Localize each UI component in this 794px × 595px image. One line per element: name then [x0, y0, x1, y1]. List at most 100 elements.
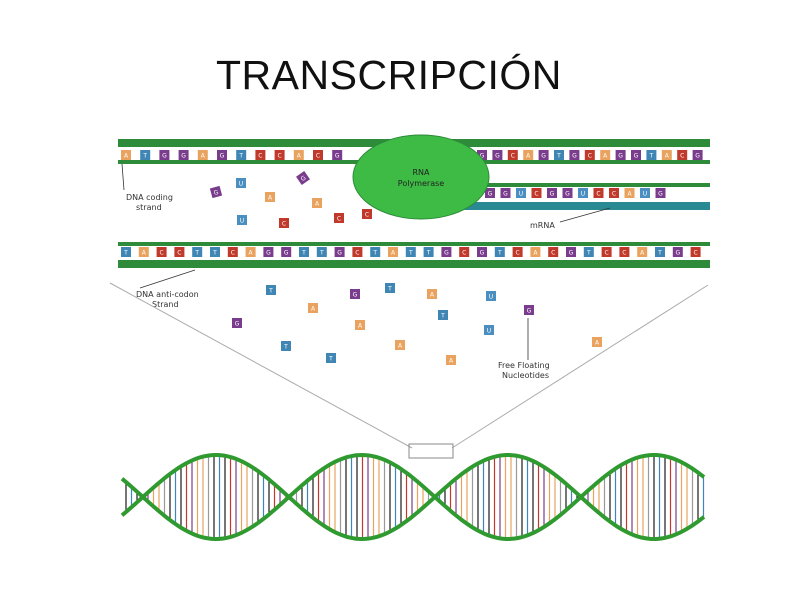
coding-base-letter: A: [124, 153, 129, 160]
coding-base: G: [492, 150, 503, 160]
anticodon-base-box: [227, 247, 238, 257]
helix-strand-2: [120, 452, 706, 541]
mrna-base: U: [578, 188, 588, 198]
anticodon-base-box: [121, 247, 131, 257]
coding-base-box: [332, 150, 343, 160]
coding-base: G: [159, 150, 170, 160]
rna-polymerase-shape: [352, 134, 490, 220]
floating-nucleotide: G: [209, 185, 223, 199]
anticodon-base-letter: G: [675, 250, 680, 257]
coding-base-letter: G: [220, 153, 225, 160]
coding-base-box: [600, 150, 611, 160]
anticodon-base-box: [210, 247, 220, 257]
coding-base: G: [477, 150, 487, 160]
floating-nucleotide-box: [486, 291, 496, 301]
anticodon-base-letter: G: [284, 250, 289, 257]
floating-nucleotide-box: [308, 303, 318, 313]
anticodon-base-letter: T: [497, 250, 502, 257]
floating-nucleotide-box: [355, 320, 365, 330]
coding-base-box: [646, 150, 657, 160]
floating-nucleotide: A: [427, 289, 437, 299]
mrna-base-letter: A: [627, 191, 632, 198]
floating-nucleotide: G: [350, 289, 360, 299]
coding-base-letter: A: [603, 153, 608, 160]
coding-base: C: [313, 150, 323, 160]
mrna-base-letter: G: [488, 191, 493, 198]
anticodon-base-box: [477, 247, 487, 257]
anticodon-label-line2: Strand: [152, 300, 179, 309]
anticodon-label-line1: DNA anti-codon: [136, 290, 199, 299]
floating-nucleotide-box: [265, 192, 275, 202]
floating-nucleotide: A: [265, 192, 275, 202]
anticodon-base-box: [601, 247, 612, 257]
double-helix: [120, 452, 706, 542]
mrna-base-box: [593, 188, 604, 198]
anticodon-base-box: [263, 247, 274, 257]
coding-base-box: [140, 150, 151, 160]
coding-base: G: [615, 150, 626, 160]
anticodon-base-letter: T: [319, 250, 324, 257]
anticodon-base-letter: A: [533, 250, 538, 257]
floating-nucleotide-letter: A: [358, 323, 363, 330]
floating-nucleotide-letter: U: [489, 294, 493, 301]
coding-base-letter: G: [335, 153, 340, 160]
floating-nucleotide-letter: U: [487, 328, 491, 335]
anticodon-base: C: [512, 247, 523, 257]
slide-title: TRANSCRIPCIÓN: [216, 52, 562, 98]
coding-base: T: [646, 150, 657, 160]
anticodon-base-letter: T: [426, 250, 431, 257]
floating-nucleotide-box: [362, 209, 372, 219]
coding-base-box: [255, 150, 266, 160]
mrna-base: G: [547, 188, 557, 198]
floating-nucleotide-letter: G: [235, 321, 240, 328]
anticodon-base-letter: T: [586, 250, 591, 257]
floating-nucleotide: T: [438, 310, 448, 320]
anticodon-base: A: [245, 247, 256, 257]
coding-base: C: [584, 150, 595, 160]
floating-nucleotide: T: [266, 285, 276, 295]
anticodon-base-letter: C: [604, 250, 608, 257]
floating-nucleotide: A: [312, 198, 322, 208]
mrna-backbone-top: [450, 183, 710, 187]
anticodon-base-letter: C: [231, 250, 235, 257]
mrna-pointer: [559, 207, 611, 223]
anticodon-base: C: [601, 247, 612, 257]
anticodon-base: C: [227, 247, 238, 257]
anticodon-base-box: [334, 247, 345, 257]
anticodon-base-letter: C: [622, 250, 626, 257]
helix-rungs: [125, 455, 705, 539]
mrna-base: G: [655, 188, 666, 198]
anticodon-base-box: [441, 247, 452, 257]
zoom-box: [408, 443, 454, 459]
coding-base-box: [236, 150, 247, 160]
anticodon-base: C: [174, 247, 185, 257]
floating-nucleotide-box: [427, 289, 437, 299]
floating-nucleotide-box: [350, 289, 360, 299]
anticodon-base-letter: C: [159, 250, 163, 257]
anticodon-base: T: [299, 247, 309, 257]
mrna-base-box: [547, 188, 557, 198]
floating-nucleotide-letter: A: [430, 292, 435, 299]
anticodon-base-letter: T: [657, 250, 662, 257]
anticodon-base-letter: T: [194, 250, 199, 257]
coding-base-letter: A: [201, 153, 206, 160]
anticodon-base-box: [512, 247, 523, 257]
anticodon-base-box: [352, 247, 363, 257]
anticodon-base-letter: A: [640, 250, 645, 257]
rna-polymerase-label-line2: Polymerase: [398, 179, 444, 188]
anticodon-base: T: [583, 247, 594, 257]
anticodon-base-box: [299, 247, 309, 257]
floating-nucleotide: U: [486, 291, 496, 301]
mrna-base-box: [485, 188, 495, 198]
anticodon-base-letter: T: [123, 250, 128, 257]
floating-nucleotide: A: [355, 320, 365, 330]
coding-base: G: [538, 150, 549, 160]
coding-base-letter: G: [181, 153, 186, 160]
anticodon-base: A: [388, 247, 398, 257]
coding-base-letter: C: [511, 153, 515, 160]
anticodon-base-box: [655, 247, 665, 257]
coding-base-box: [538, 150, 549, 160]
coding-base-letter: G: [572, 153, 577, 160]
